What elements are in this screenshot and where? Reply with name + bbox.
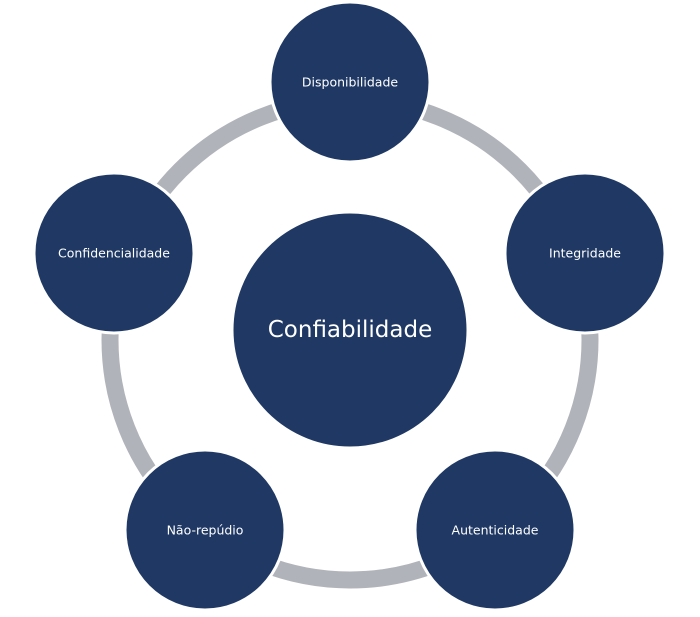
node-nao-repudio: Não-repúdio [123,448,287,612]
center-node: Confiabilidade [230,210,470,450]
node-integridade: Integridade [503,171,667,335]
node-circle [413,448,577,612]
node-label: Autenticidade [452,523,539,538]
node-label: Integridade [549,246,621,261]
center-node-label: Confiabilidade [268,317,433,343]
node-circle [268,0,432,164]
node-circle [32,171,196,335]
center-node-circle [230,210,470,450]
node-label: Não-repúdio [167,523,244,538]
node-autenticidade: Autenticidade [413,448,577,612]
node-circle [123,448,287,612]
node-label: Disponibilidade [302,75,398,90]
node-circle [503,171,667,335]
node-label: Confidencialidade [58,246,170,261]
node-confidencialidade: Confidencialidade [32,171,196,335]
node-disponibilidade: Disponibilidade [268,0,432,164]
